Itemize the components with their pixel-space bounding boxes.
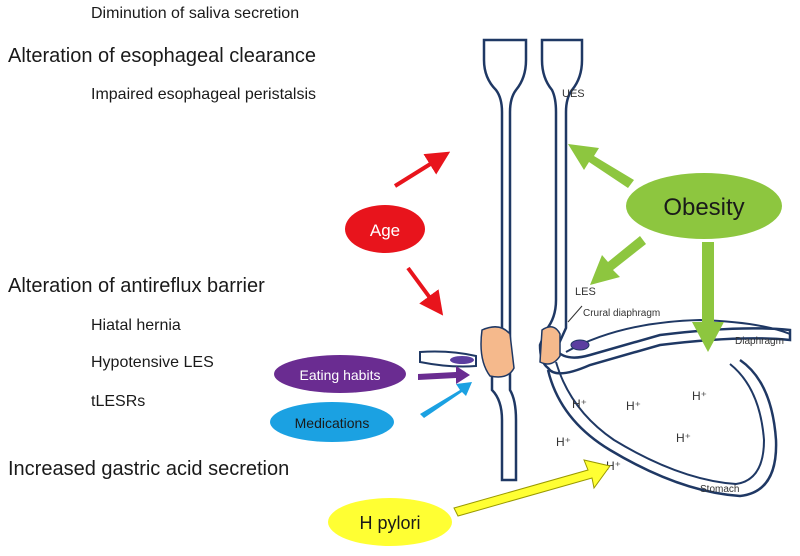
hypotensive-les-text: Hypotensive LES: [91, 354, 214, 371]
hplus-label: H⁺: [692, 389, 707, 403]
eating-habits-bubble: [274, 355, 406, 393]
stomach-wall-inner: [555, 361, 766, 486]
hplus-label: H⁺: [572, 397, 587, 411]
obesity-arrow-ues: [568, 144, 634, 188]
age-arrow-down: [406, 266, 444, 316]
medications-arrow: [420, 382, 472, 418]
hplus-label: H⁺: [606, 459, 621, 473]
obesity-arrow-diaphragm: [692, 242, 724, 352]
hpylori-bubble: [328, 498, 452, 546]
medications-bubble: [270, 402, 394, 442]
hpylori-arrow: [453, 459, 611, 517]
obesity-factor-bubble: [626, 173, 782, 239]
crural-diaphragm-marker: [570, 339, 590, 351]
saliva-text: Diminution of saliva secretion: [91, 5, 300, 22]
les-label: LES: [575, 286, 596, 298]
les-left-sphincter: [480, 326, 515, 378]
hplus-label: H⁺: [676, 431, 691, 445]
hplus-label: H⁺: [626, 399, 641, 413]
eating-habits-label: Eating habits: [300, 367, 381, 383]
peristalsis-text: Impaired esophageal peristalsis: [91, 86, 317, 103]
crural-pointer: [567, 305, 583, 323]
obesity-arrow-les: [590, 236, 646, 285]
diaphragm-label: Diaphragm: [735, 336, 784, 347]
medications-label: Medications: [295, 415, 370, 431]
les-right-sphincter: [539, 326, 561, 365]
age-arrow-up: [393, 151, 451, 188]
diaphragm-band: [565, 318, 791, 353]
eating-habits-arrow: [418, 366, 470, 384]
gastric-acid-heading: Increased gastric acid secretion: [8, 458, 290, 480]
hiatal-hernia-text: Hiatal hernia: [91, 317, 181, 334]
obesity-label: Obesity: [663, 194, 744, 221]
esophagus-outer-left: [482, 38, 528, 482]
hernia-purple-marker: [450, 356, 474, 364]
ues-label: UES: [562, 88, 585, 100]
stomach-label: Stomach: [700, 484, 739, 495]
hplus-label: H⁺: [556, 435, 571, 449]
hpylori-label: H pylori: [359, 513, 420, 533]
age-label: Age: [370, 221, 400, 240]
tlesr-text: tLESRs: [91, 393, 146, 410]
antireflux-heading: Alteration of antireflux barrier: [8, 275, 265, 297]
age-factor-bubble: [345, 205, 425, 253]
clearance-heading: Alteration of esophageal clearance: [8, 45, 316, 67]
stomach-wall: [546, 358, 778, 498]
crural-diaphragm-label: Crural diaphragm: [583, 308, 660, 319]
